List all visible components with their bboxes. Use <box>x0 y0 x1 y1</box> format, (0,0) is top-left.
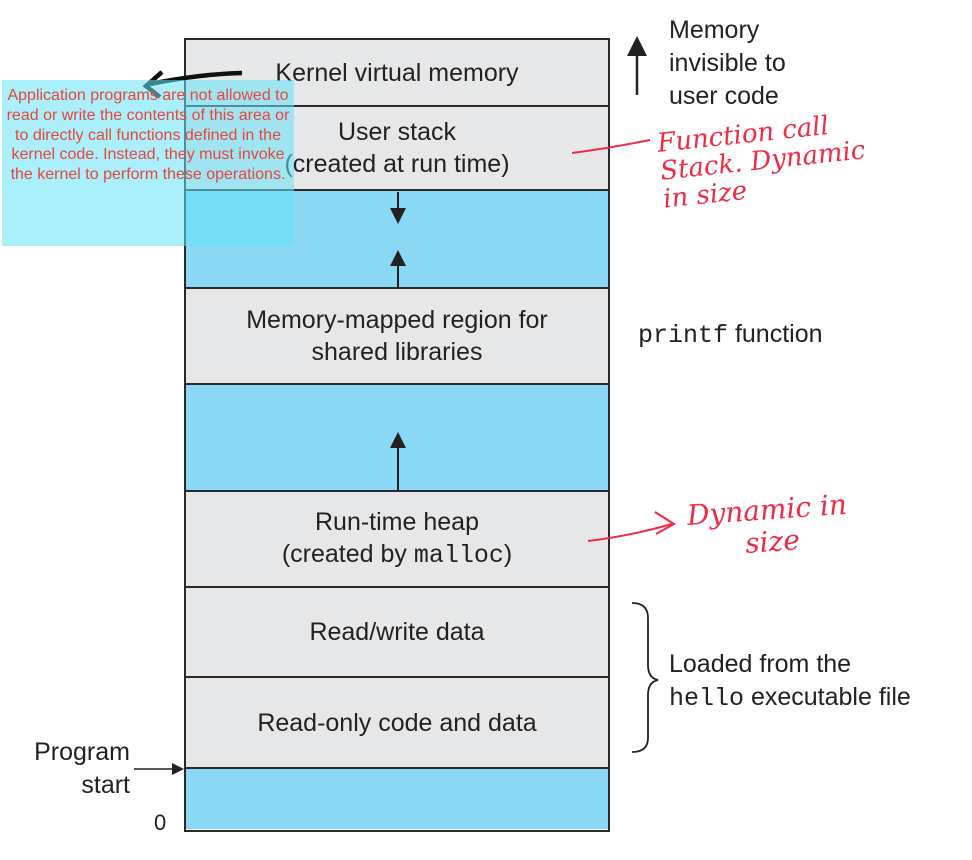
shared-libraries-segment: Memory-mapped region for shared librarie… <box>186 289 608 385</box>
heap-arrowhead-icon <box>654 511 676 535</box>
run-time-heap-sublabel: (created by malloc) <box>281 540 513 570</box>
kernel-virtual-memory-label: Kernel virtual memory <box>275 58 519 87</box>
user-stack-sublabel: (created at run time) <box>284 150 510 178</box>
unused-bottom-segment <box>186 769 608 829</box>
address-zero-label: 0 <box>154 810 167 835</box>
read-only-code-segment: Read-only code and data <box>186 678 608 769</box>
run-time-heap-segment: Run-time heap (created by malloc) <box>186 492 608 588</box>
program-start-label: Program start <box>34 738 130 799</box>
memory-invisible-label: Memory invisible to user code <box>669 16 786 110</box>
run-time-heap-label: Run-time heap <box>315 508 479 536</box>
read-write-data-label: Read/write data <box>309 618 485 646</box>
printf-code: printf <box>638 321 729 350</box>
malloc-code: malloc <box>413 541 504 570</box>
loaded-brace-icon <box>631 602 659 753</box>
shared-libraries-label: Memory-mapped region for <box>246 306 548 334</box>
kernel-access-note: Application programs are not allowed to … <box>2 80 294 246</box>
printf-function-label: printf function <box>638 320 823 350</box>
user-stack-label: User stack <box>337 118 457 146</box>
stack-pointer-line-icon <box>571 139 651 154</box>
hello-code: hello <box>669 684 745 713</box>
read-only-code-label: Read-only code and data <box>257 708 537 737</box>
read-write-data-segment: Read/write data <box>186 588 608 678</box>
loaded-from-label: Loaded from the hello executable file <box>669 650 911 713</box>
shared-libraries-sublabel: shared libraries <box>311 338 483 366</box>
heap-pointer-line-icon <box>587 523 673 542</box>
